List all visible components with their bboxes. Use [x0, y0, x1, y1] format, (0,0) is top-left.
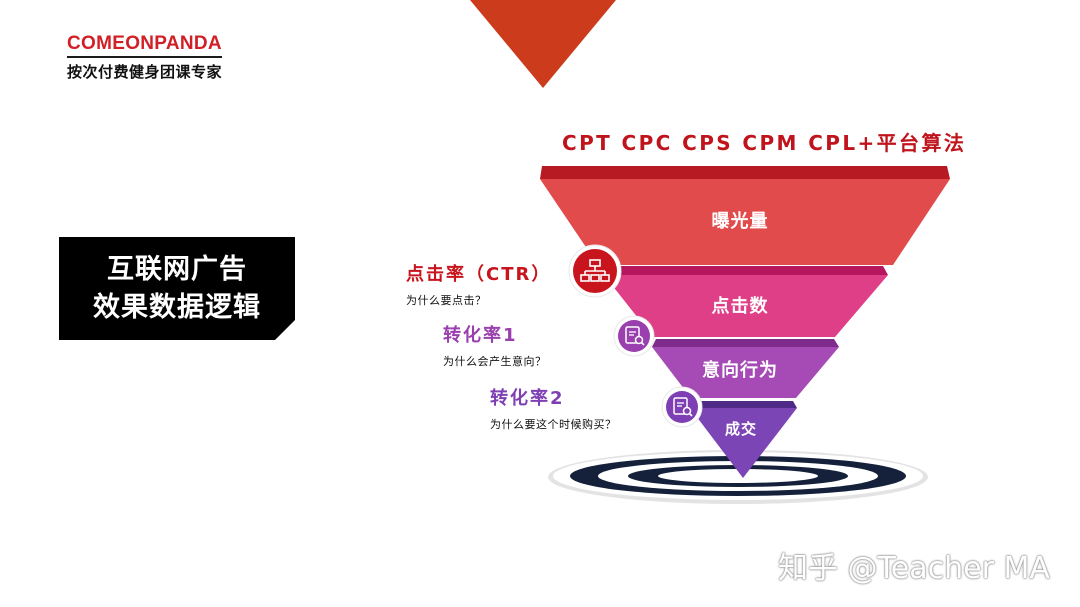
watermark: 知乎 @Teacher MA — [778, 551, 1050, 586]
layer-label-exposure: 曝光量 — [711, 211, 769, 232]
funnel-layer-2 — [604, 266, 888, 337]
layer-label-deal: 成交 — [724, 420, 757, 438]
funnel-layer-4 — [690, 401, 797, 478]
rate-conversion-2: 转化率2 为什么要这个时候购买？ — [490, 384, 617, 432]
org-chart-icon — [568, 244, 622, 298]
pricing-formula: CPT CPC CPS CPM CPL+平台算法 — [562, 131, 967, 155]
rate-conversion-1-title: 转化率1 — [443, 325, 518, 346]
funnel-layer-1 — [540, 166, 950, 265]
rate-conversion-2-title: 转化率2 — [490, 388, 565, 409]
rate-ctr-question: 为什么要点击？ — [406, 294, 487, 307]
title-line-2: 效果数据逻辑 — [93, 292, 261, 323]
report-search-icon — [661, 386, 703, 428]
title-box: 互联网广告 效果数据逻辑 — [59, 237, 296, 341]
title-line-1: 互联网广告 — [107, 254, 247, 285]
funnel-layer-3 — [652, 339, 839, 398]
brand-tagline: 按次付费健身团课专家 — [67, 63, 223, 81]
rate-conversion-2-question: 为什么要这个时候购买？ — [490, 418, 617, 431]
rate-ctr: 点击率（CTR） 为什么要点击？ — [406, 260, 551, 308]
brand-name: COMEONPANDA — [67, 33, 222, 58]
top-triangle-decoration — [470, 0, 616, 88]
target-rings — [548, 450, 928, 504]
rate-ctr-title: 点击率（CTR） — [406, 264, 552, 285]
rate-conversion-1: 转化率1 为什么会产生意向？ — [443, 321, 547, 369]
rate-conversion-1-question: 为什么会产生意向？ — [443, 355, 547, 368]
layer-label-intent: 意向行为 — [702, 360, 778, 381]
layer-label-clicks: 点击数 — [711, 296, 769, 317]
brand-block: COMEONPANDA 按次付费健身团课专家 — [67, 33, 222, 82]
report-search-icon — [613, 315, 655, 357]
